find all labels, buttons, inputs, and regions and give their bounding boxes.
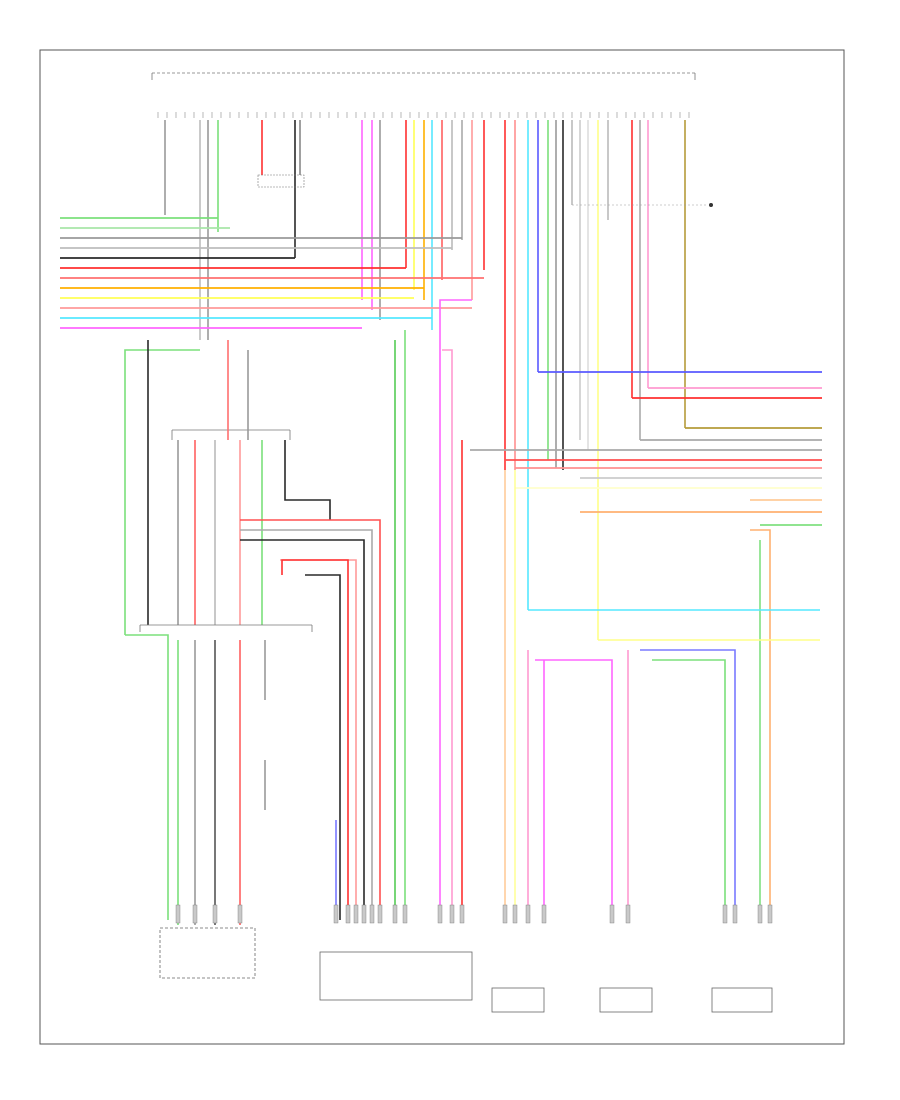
bottom-pin	[237, 904, 243, 924]
bottom-pin	[437, 904, 443, 924]
center-pink-wires	[439, 299, 472, 920]
bottom-pin	[625, 904, 631, 924]
bottom-pin	[502, 904, 508, 924]
bottom-pin	[333, 904, 339, 924]
bottom-pin	[459, 904, 465, 924]
junction-block-left	[139, 340, 331, 632]
right-connector-2	[599, 987, 653, 1013]
center-vertical-wires	[240, 519, 381, 920]
bottom-pin	[192, 904, 198, 924]
left-horizontal-wires	[60, 217, 484, 329]
diagram-frame	[39, 49, 845, 1045]
right-connector-1	[491, 987, 545, 1013]
bottom-pin	[722, 904, 728, 924]
right-lower-wires	[504, 470, 820, 920]
bottom-pin	[541, 904, 547, 924]
right-connector-3	[711, 987, 773, 1013]
lower-left-wires	[177, 640, 266, 925]
bottom-pin	[732, 904, 738, 924]
bottom-pin	[609, 904, 615, 924]
top-vertical-wires	[164, 120, 686, 640]
right-horizontal-wires	[470, 371, 822, 526]
bottom-pin	[345, 904, 351, 924]
bottom-pin	[353, 904, 359, 924]
bottom-pin	[449, 904, 455, 924]
center-module	[319, 951, 473, 1001]
top-connector-pins	[157, 112, 690, 118]
bottom-pin	[525, 904, 531, 924]
bottom-pin	[512, 904, 518, 924]
bottom-pin	[361, 904, 367, 924]
fuse-block	[257, 174, 305, 188]
left-module	[159, 927, 256, 979]
bottom-pin	[212, 904, 218, 924]
bottom-pin	[392, 904, 398, 924]
bottom-pin	[402, 904, 408, 924]
right-note-leader	[572, 203, 713, 207]
bottom-pin	[767, 904, 773, 924]
top-harness-bracket	[151, 72, 696, 80]
bottom-pin	[175, 904, 181, 924]
green-outer-loop	[124, 230, 406, 920]
bottom-pin	[757, 904, 763, 924]
bottom-pin	[377, 904, 383, 924]
bottom-connector-ticks	[175, 904, 773, 924]
bottom-pin	[369, 904, 375, 924]
